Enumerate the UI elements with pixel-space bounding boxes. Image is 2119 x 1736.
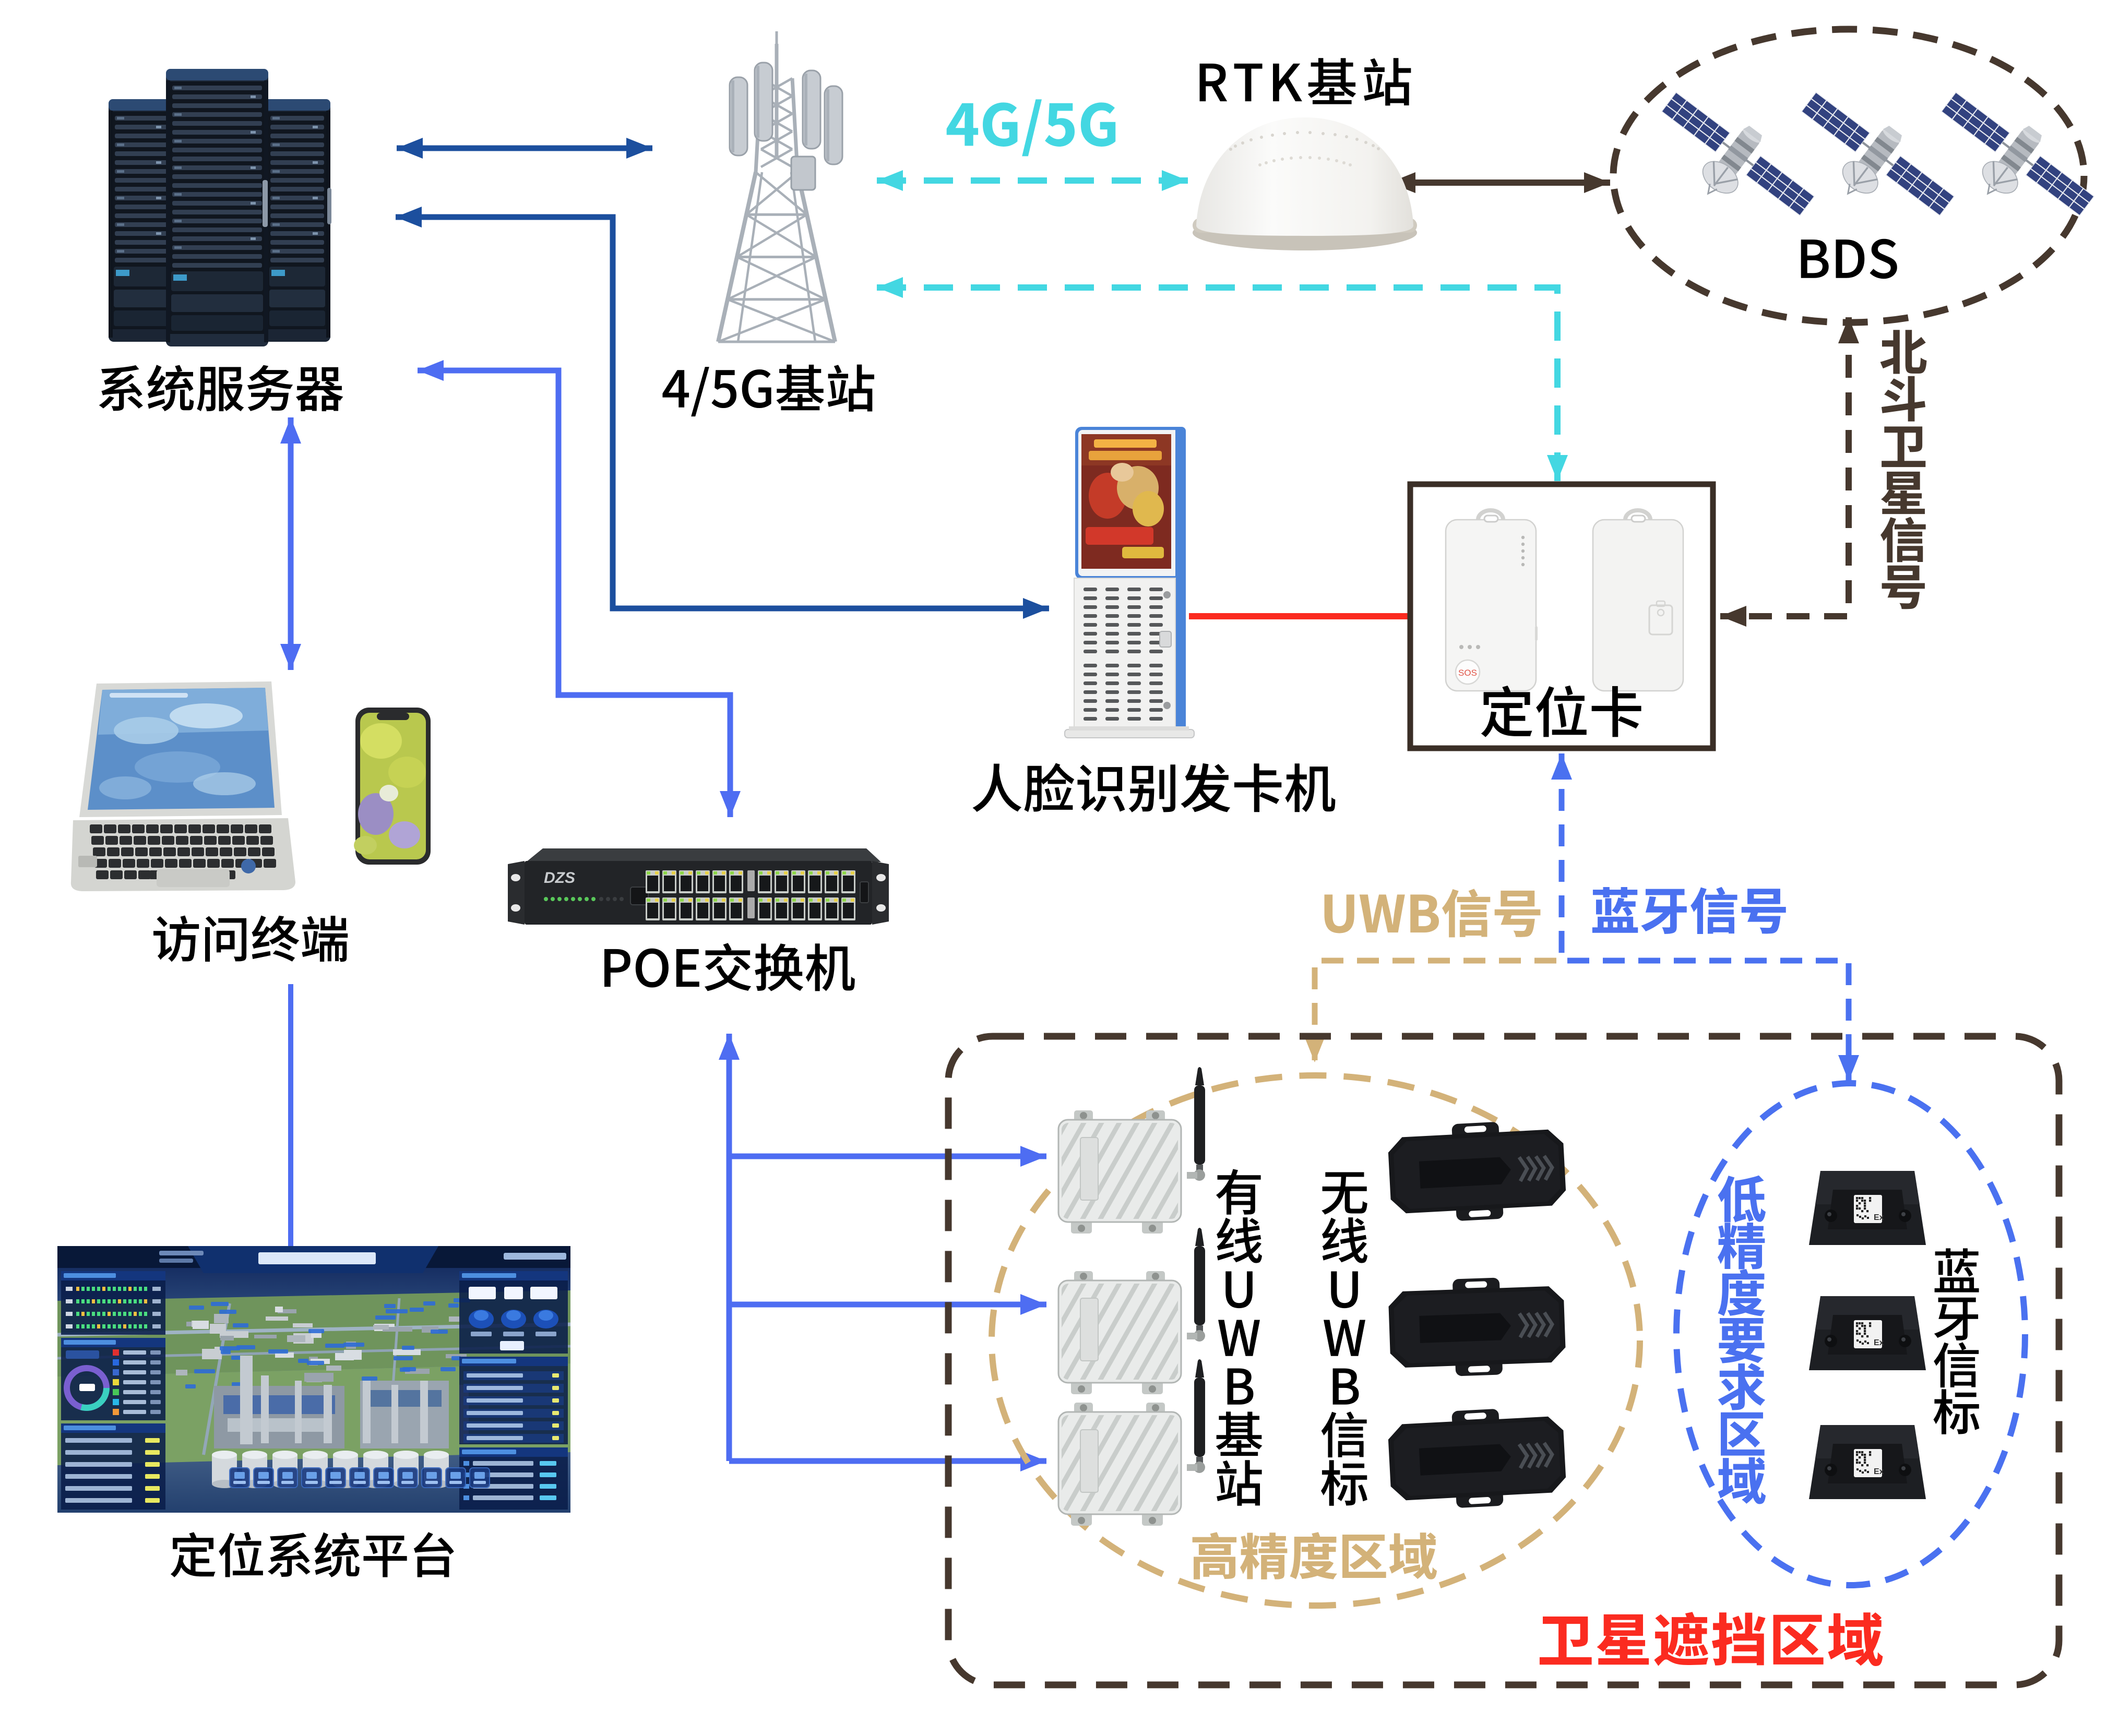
svg-text:DZS: DZS xyxy=(544,869,575,887)
svg-text:SOS: SOS xyxy=(1458,668,1477,678)
